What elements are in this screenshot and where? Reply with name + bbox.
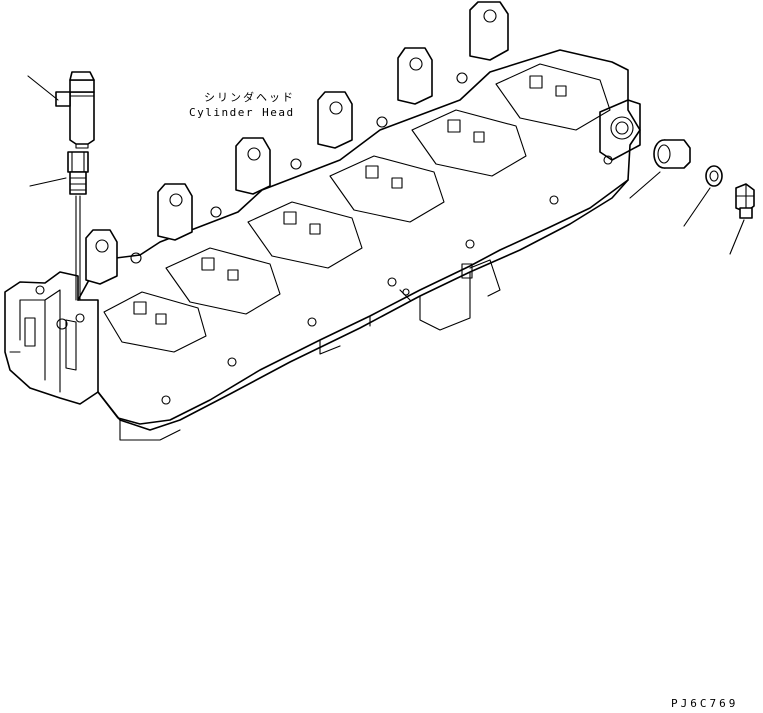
- leader-line-plug-large: [629, 171, 661, 199]
- leader-line-washer: [683, 187, 711, 227]
- plug-small-icon: [735, 183, 755, 219]
- washer-icon: [705, 165, 723, 187]
- plug-large-icon: [653, 139, 691, 169]
- leader-line-elbow: [27, 75, 59, 101]
- leader-line-adapter: [29, 177, 67, 187]
- part-label-japanese: シリンダヘッド: [204, 91, 295, 104]
- part-label-english: Cylinder Head: [189, 106, 295, 119]
- elbow-fitting-icon: [55, 71, 95, 149]
- leader-line-plug-small: [729, 219, 745, 255]
- cylinder-head-body: [4, 1, 641, 441]
- drawing-code: PJ6C769: [671, 697, 739, 710]
- adapter-fitting-icon: [67, 151, 89, 195]
